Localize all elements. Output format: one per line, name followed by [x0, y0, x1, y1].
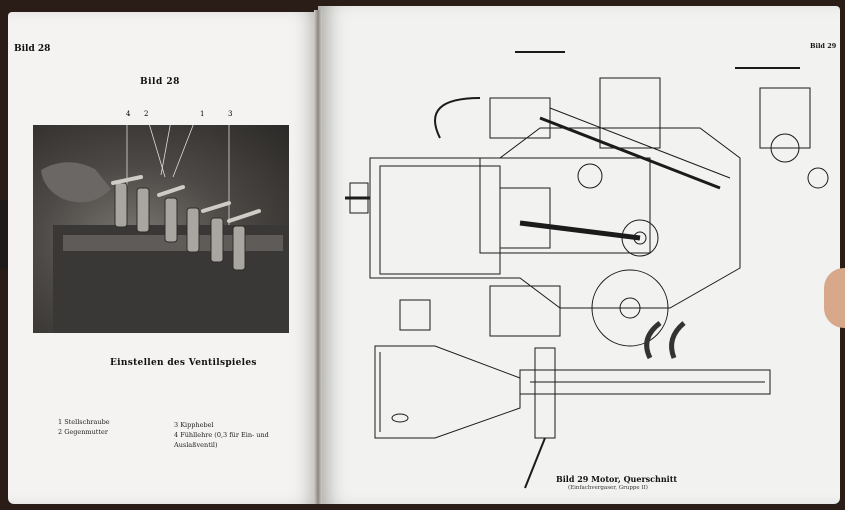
callout-number: 1 [200, 110, 205, 118]
legend-item: 2 Gegenmutter [58, 428, 108, 436]
legend-column-2: 3 Kipphebel 4 Fühllehre (0,3 für Ein- un… [174, 420, 304, 450]
legend-item: 4 Fühllehre (0,3 für Ein- und Auslaßvent… [174, 431, 269, 449]
callout-number: 4 [126, 110, 131, 118]
drawing-subcaption: (Einfachvergaser, Gruppe II) [568, 485, 648, 491]
drawing-caption: Bild 29 Motor, Querschnitt [556, 474, 678, 484]
photo-caption: Einstellen des Ventilspieles [110, 358, 257, 368]
engine-cross-section-drawing [345, 51, 829, 489]
legend-column-1: 1 Stellschraube 2 Gegenmutter [58, 417, 110, 437]
right-hand [824, 268, 845, 328]
legend-item: 3 Kipphebel [174, 421, 214, 429]
engine-valve-photo [33, 125, 289, 333]
book-gutter [314, 10, 322, 504]
figure-title: Bild 28 [140, 77, 180, 87]
left-page-header: Bild 28 [14, 44, 51, 54]
callout-number: 3 [228, 110, 233, 118]
photo-callout-numbers: 4 2 1 3 [118, 110, 248, 124]
callout-number: 2 [144, 110, 149, 118]
right-page-header: Bild 29 [810, 42, 837, 50]
legend-item: 1 Stellschraube [58, 418, 110, 426]
